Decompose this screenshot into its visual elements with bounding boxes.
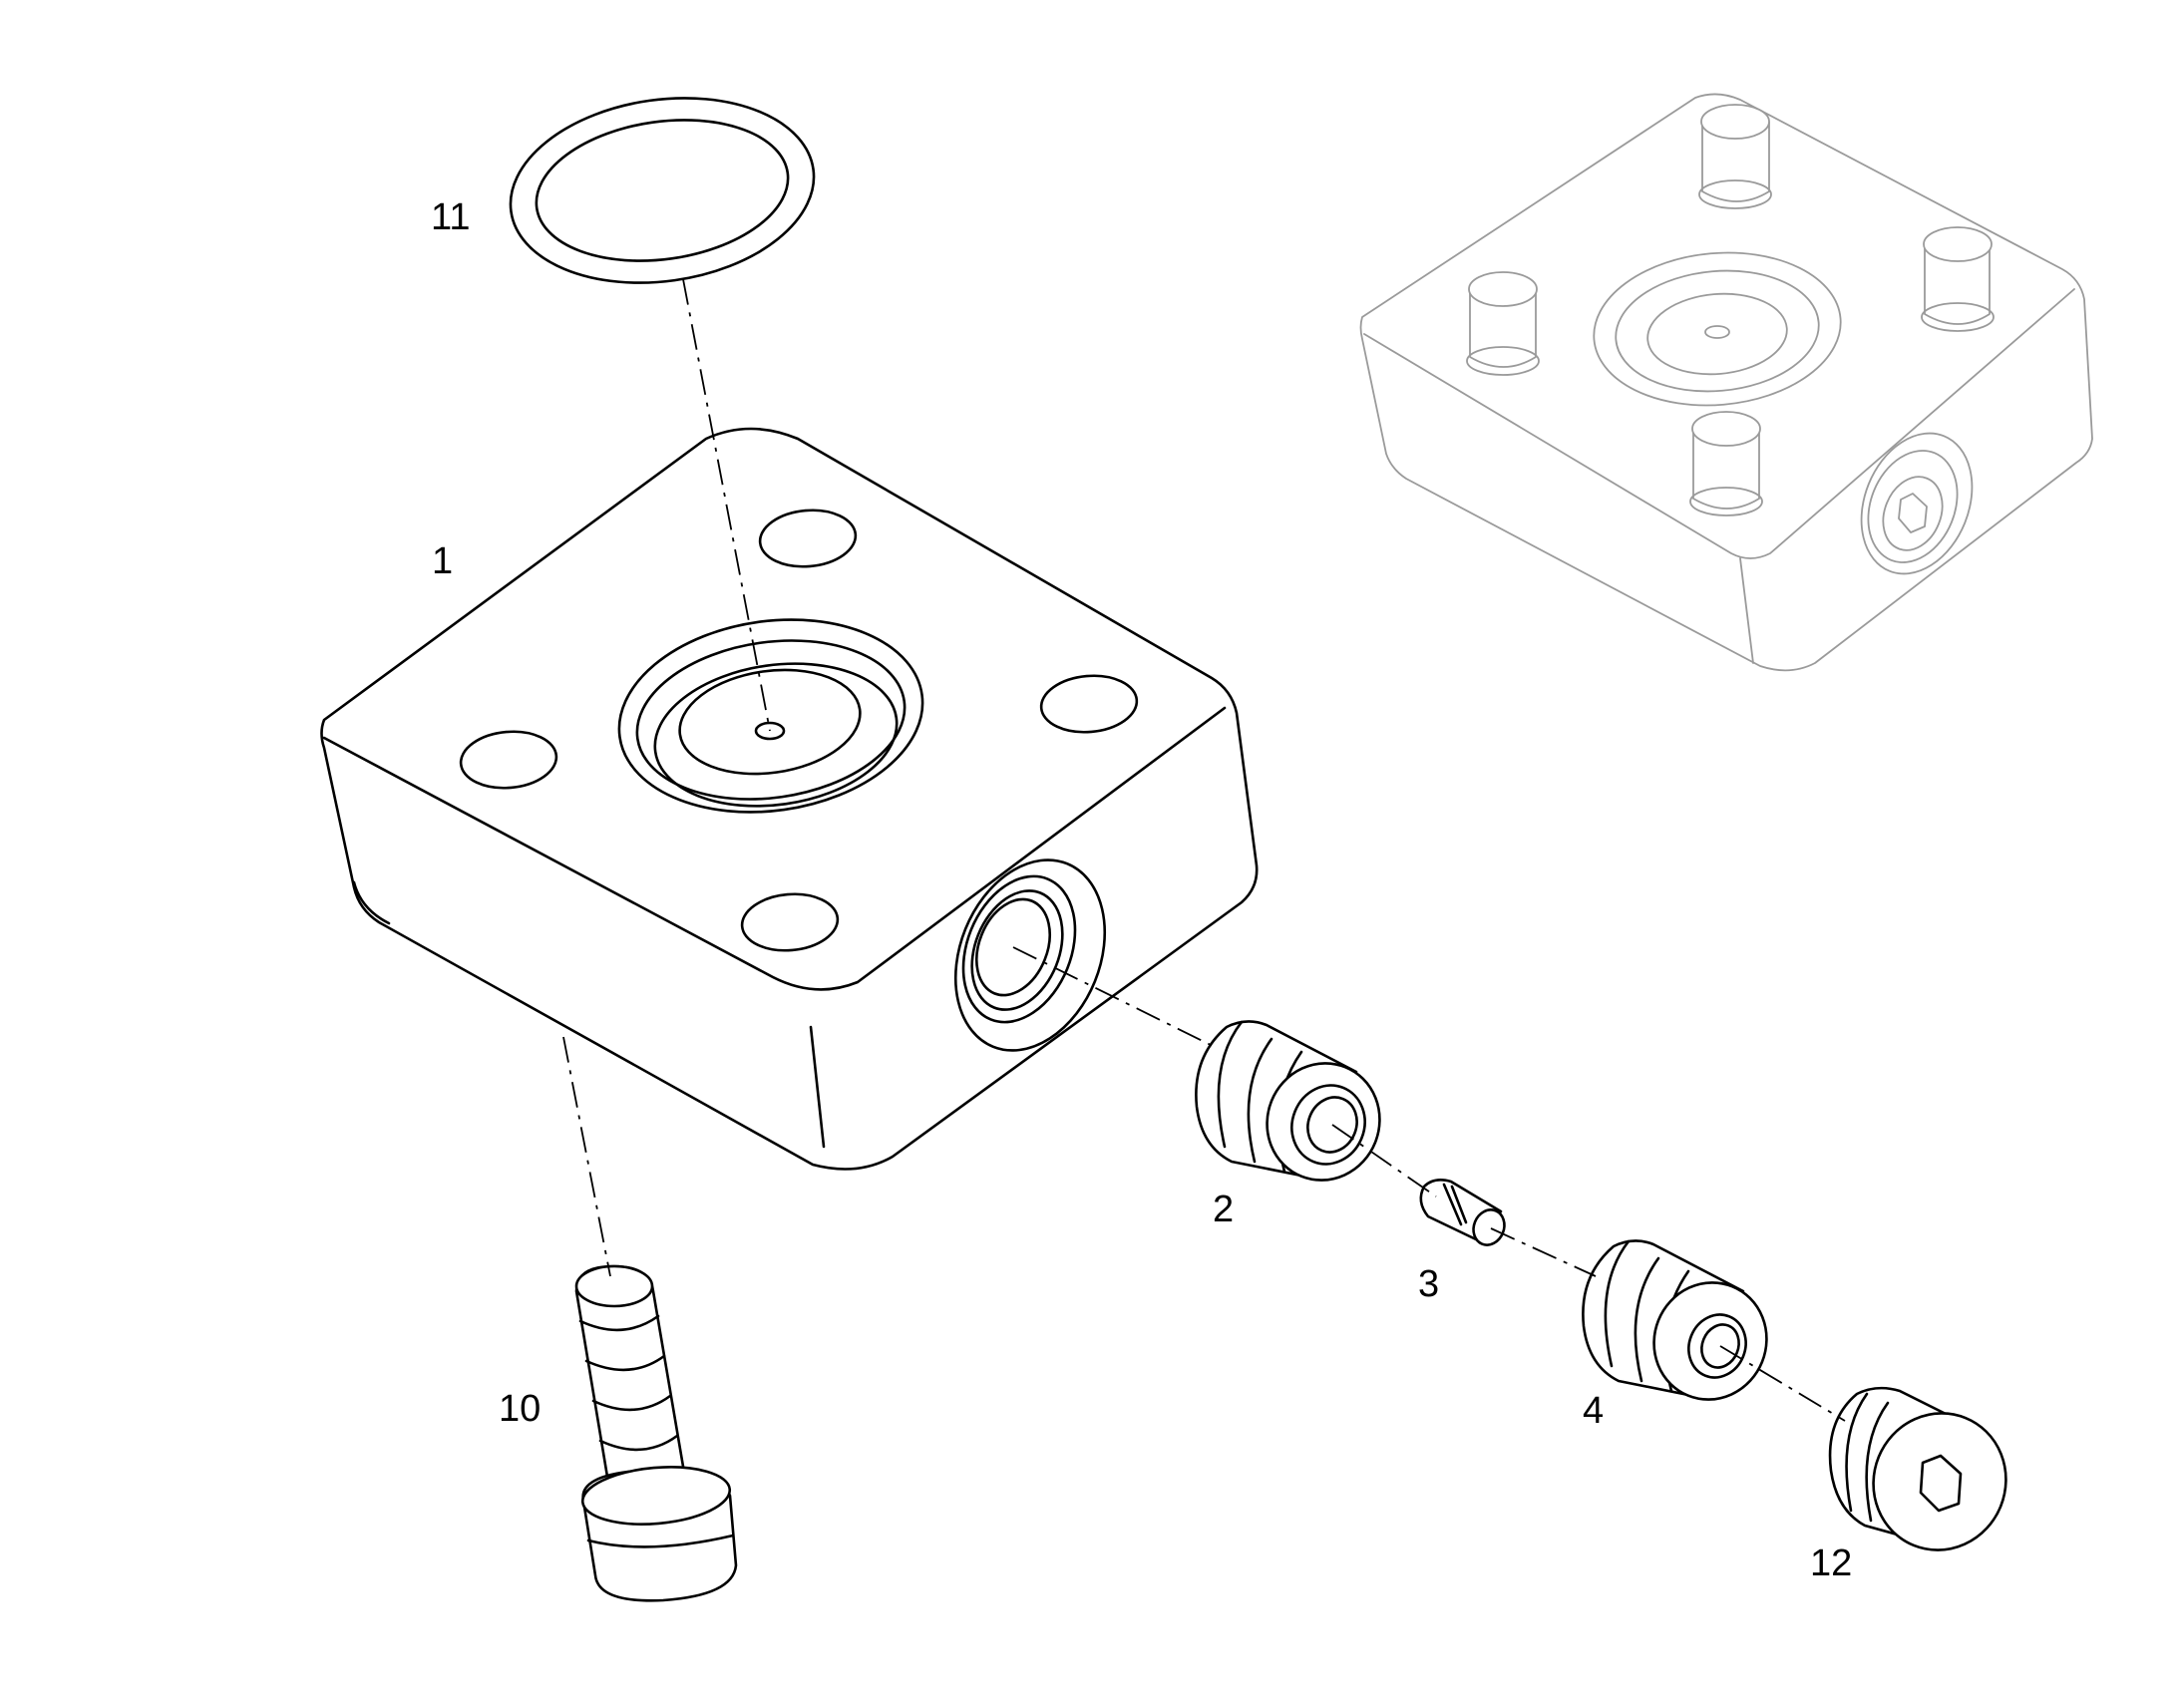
assembly-lines bbox=[562, 278, 1846, 1422]
reference-screw-head bbox=[1698, 104, 1772, 209]
reference-screw-head bbox=[1921, 226, 1995, 332]
assembled-reference-view bbox=[1359, 93, 2093, 672]
callout-3: 3 bbox=[1418, 1263, 1439, 1305]
callout-10: 10 bbox=[499, 1388, 541, 1430]
callout-12: 12 bbox=[1810, 1542, 1852, 1584]
reference-screw-head bbox=[1689, 411, 1763, 516]
callout-2: 2 bbox=[1213, 1189, 1234, 1230]
callout-labels: 11 1 2 3 4 10 12 bbox=[431, 196, 1852, 1584]
part-1-manifold-block bbox=[320, 427, 1259, 1171]
part-4-threaded-insert bbox=[1582, 1239, 1768, 1401]
reference-screw-head bbox=[1466, 271, 1540, 376]
callout-4: 4 bbox=[1583, 1390, 1604, 1432]
part-10-cap-screw bbox=[574, 1264, 738, 1602]
part-3-pin bbox=[1419, 1179, 1506, 1246]
part-11-o-ring bbox=[509, 97, 816, 284]
part-12-plug-screw bbox=[1828, 1386, 2007, 1551]
part-2-threaded-insert bbox=[1195, 1020, 1381, 1182]
callout-1: 1 bbox=[432, 540, 453, 582]
callout-11: 11 bbox=[431, 196, 470, 238]
